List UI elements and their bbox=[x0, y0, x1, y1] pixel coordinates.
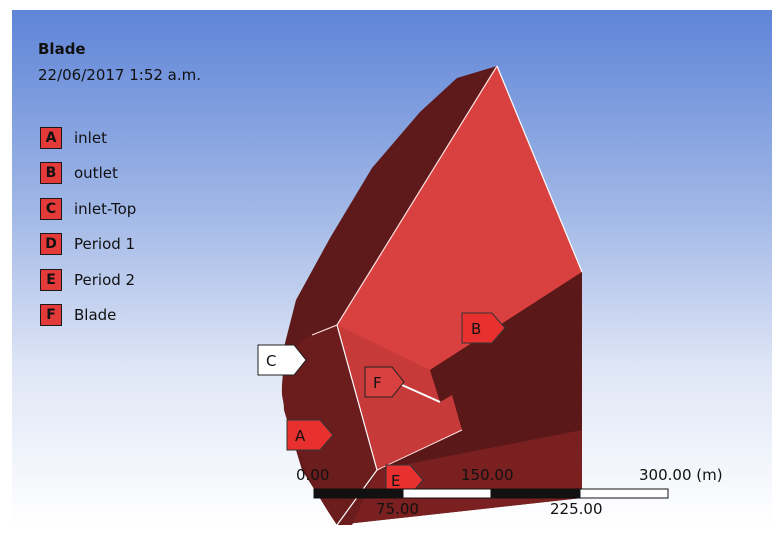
scale-label-300: 300.00 (m) bbox=[639, 466, 723, 484]
callout-c[interactable]: C bbox=[257, 344, 307, 376]
scale-label-150: 150.00 bbox=[461, 466, 514, 484]
callout-f-label: F bbox=[373, 374, 382, 392]
callout-b-label: B bbox=[471, 320, 481, 338]
bottom-face bbox=[337, 430, 582, 525]
scale-label-225: 225.00 bbox=[550, 500, 603, 518]
blade-3d-model[interactable]: C B F A E bbox=[12, 10, 772, 525]
callout-c-label: C bbox=[266, 352, 276, 370]
scale-bar bbox=[313, 488, 669, 499]
legend-label-a: inlet bbox=[74, 128, 107, 147]
edge-line bbox=[376, 429, 463, 471]
graphics-viewport[interactable]: C B F A E Blade 22/06/2017 1:52 a.m. bbox=[12, 10, 772, 525]
legend-key-b: B bbox=[40, 162, 62, 185]
blade-face[interactable] bbox=[337, 325, 462, 470]
inlet-top-face[interactable] bbox=[281, 325, 377, 525]
legend-key-c: C bbox=[40, 197, 62, 220]
legend-key-e: E bbox=[40, 268, 62, 291]
legend-label-f: Blade bbox=[74, 306, 117, 325]
legend-key-f: F bbox=[40, 304, 62, 327]
legend-item-d[interactable]: D Period 1 bbox=[40, 227, 136, 263]
legend-item-e[interactable]: E Period 2 bbox=[40, 262, 136, 298]
callout-a-label: A bbox=[295, 427, 306, 445]
callout-f[interactable]: F bbox=[364, 366, 405, 398]
legend-label-d: Period 1 bbox=[74, 235, 136, 254]
blade-edge bbox=[401, 384, 441, 403]
legend-label-b: outlet bbox=[74, 164, 118, 183]
legend-item-b[interactable]: B outlet bbox=[40, 156, 136, 192]
scale-segment bbox=[313, 488, 404, 499]
scale-segment bbox=[402, 488, 492, 499]
model-timestamp: 22/06/2017 1:52 a.m. bbox=[38, 66, 202, 84]
scale-segment bbox=[579, 488, 669, 499]
legend-label-c: inlet-Top bbox=[74, 199, 137, 218]
legend-item-c[interactable]: C inlet-Top bbox=[40, 191, 136, 227]
legend-label-e: Period 2 bbox=[74, 270, 136, 289]
named-selection-legend: A inlet B outlet C inlet-Top D Period 1 … bbox=[40, 120, 136, 333]
legend-key-d: D bbox=[40, 233, 62, 256]
legend-item-f[interactable]: F Blade bbox=[40, 298, 136, 334]
callout-b[interactable]: B bbox=[461, 312, 506, 344]
callout-a[interactable]: A bbox=[286, 419, 334, 451]
edge-line bbox=[496, 65, 583, 273]
model-title: Blade bbox=[38, 40, 86, 58]
scale-label-75: 75.00 bbox=[376, 500, 419, 518]
legend-key-a: A bbox=[40, 126, 62, 149]
scale-segment bbox=[490, 488, 581, 499]
callout-e-label: E bbox=[391, 472, 400, 490]
legend-item-a[interactable]: A inlet bbox=[40, 120, 136, 156]
scale-label-0: 0.00 bbox=[296, 466, 330, 484]
